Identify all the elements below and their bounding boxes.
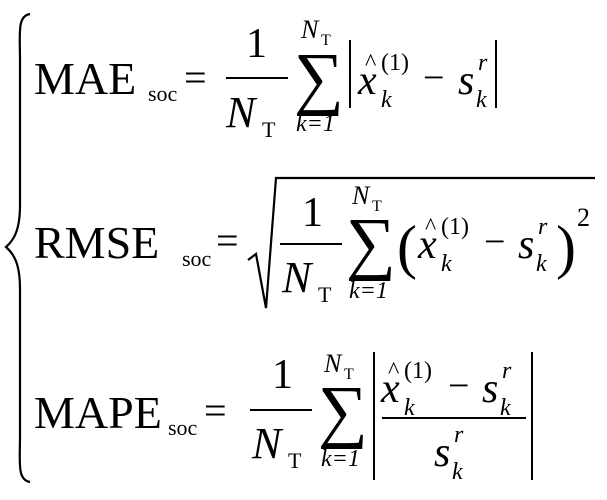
mae-xhat-subscript: k (381, 87, 392, 113)
rmse-s-subscript: k (536, 251, 547, 277)
rmse-sum-upper-limit: N (351, 181, 371, 210)
mape-summation-sign: ∑ (318, 373, 368, 450)
mae-fraction-denominator: N (225, 88, 258, 137)
mae-s-superscript: r (478, 50, 488, 76)
rmse-right-paren: ) (556, 214, 576, 280)
rmse-equals: = (216, 218, 239, 263)
mape-xhat-hat: ^ (388, 358, 399, 384)
mape-s: s (482, 366, 498, 412)
mape-s-subscript: k (500, 395, 511, 421)
mape-xhat: x (380, 366, 400, 412)
rmse-minus: − (484, 221, 505, 263)
mae-equals: = (184, 55, 207, 100)
mape-label-subscript: soc (168, 415, 198, 440)
mae-label-subscript: soc (148, 81, 178, 106)
mae-sum-upper-limit: N (300, 15, 320, 44)
rmse-sum-upper-limit-subscript: T (372, 198, 382, 215)
mape-fraction-denominator: N (251, 419, 284, 468)
mae-s-subscript: k (476, 87, 487, 113)
rmse-label-subscript: soc (182, 246, 212, 271)
mae-s: s (458, 58, 474, 104)
mape-equals: = (204, 388, 227, 433)
rmse-fraction-denominator-subscript: T (318, 282, 332, 307)
rmse-left-paren: ( (397, 214, 417, 280)
mape-sum-upper-limit-subscript: T (344, 366, 354, 383)
mae-fraction-denominator-subscript: T (262, 117, 276, 142)
rmse-xhat-subscript: k (441, 251, 452, 277)
mape-fraction-denominator-subscript: T (288, 448, 302, 473)
mape-sum-upper-limit: N (323, 349, 343, 378)
rmse-fraction-numerator: 1 (302, 190, 323, 236)
mae-fraction-numerator: 1 (246, 21, 267, 67)
mape-equation: MAPE soc = 1 N T N T ∑ k=1 ^ x (1) k − s… (34, 349, 533, 485)
mae-xhat: x (357, 58, 377, 104)
mae-equation: MAE soc = 1 N T N T ∑ k=1 ^ x (1) k − s … (34, 15, 497, 142)
mape-minus: − (448, 365, 469, 407)
rmse-fraction-denominator: N (281, 253, 314, 302)
rmse-equation: RMSE soc = 1 N T N T ∑ k=1 ( ^ x (1) k −… (34, 176, 595, 309)
mape-den-s: s (434, 430, 450, 476)
mape-xhat-superscript: (1) (404, 358, 432, 384)
rmse-summation-sign: ∑ (346, 205, 396, 282)
rmse-xhat-hat: ^ (425, 214, 436, 240)
rmse-xhat: x (417, 222, 437, 268)
mae-xhat-superscript: (1) (381, 50, 409, 76)
mae-label: MAE (34, 53, 136, 104)
rmse-s: s (518, 222, 534, 268)
mae-sum-upper-limit-subscript: T (321, 32, 331, 49)
mae-summation-sign: ∑ (294, 40, 344, 117)
left-brace (4, 12, 31, 484)
mape-den-s-superscript: r (454, 422, 464, 448)
rmse-s-superscript: r (538, 214, 548, 240)
rmse-radical-sign (247, 176, 595, 309)
mae-sum-lower-limit: k=1 (296, 111, 335, 137)
mape-den-s-subscript: k (452, 459, 463, 485)
rmse-sum-lower-limit: k=1 (349, 278, 388, 304)
mae-minus: − (423, 57, 444, 99)
mape-s-superscript: r (502, 358, 512, 384)
rmse-xhat-superscript: (1) (441, 214, 469, 240)
mape-xhat-subscript: k (404, 395, 415, 421)
mape-label: MAPE (34, 387, 162, 438)
rmse-label: RMSE (34, 217, 159, 268)
mape-sum-lower-limit: k=1 (321, 446, 360, 472)
rmse-power: 2 (577, 203, 590, 232)
mae-xhat-hat: ^ (365, 50, 376, 76)
mape-fraction-numerator: 1 (272, 352, 293, 398)
